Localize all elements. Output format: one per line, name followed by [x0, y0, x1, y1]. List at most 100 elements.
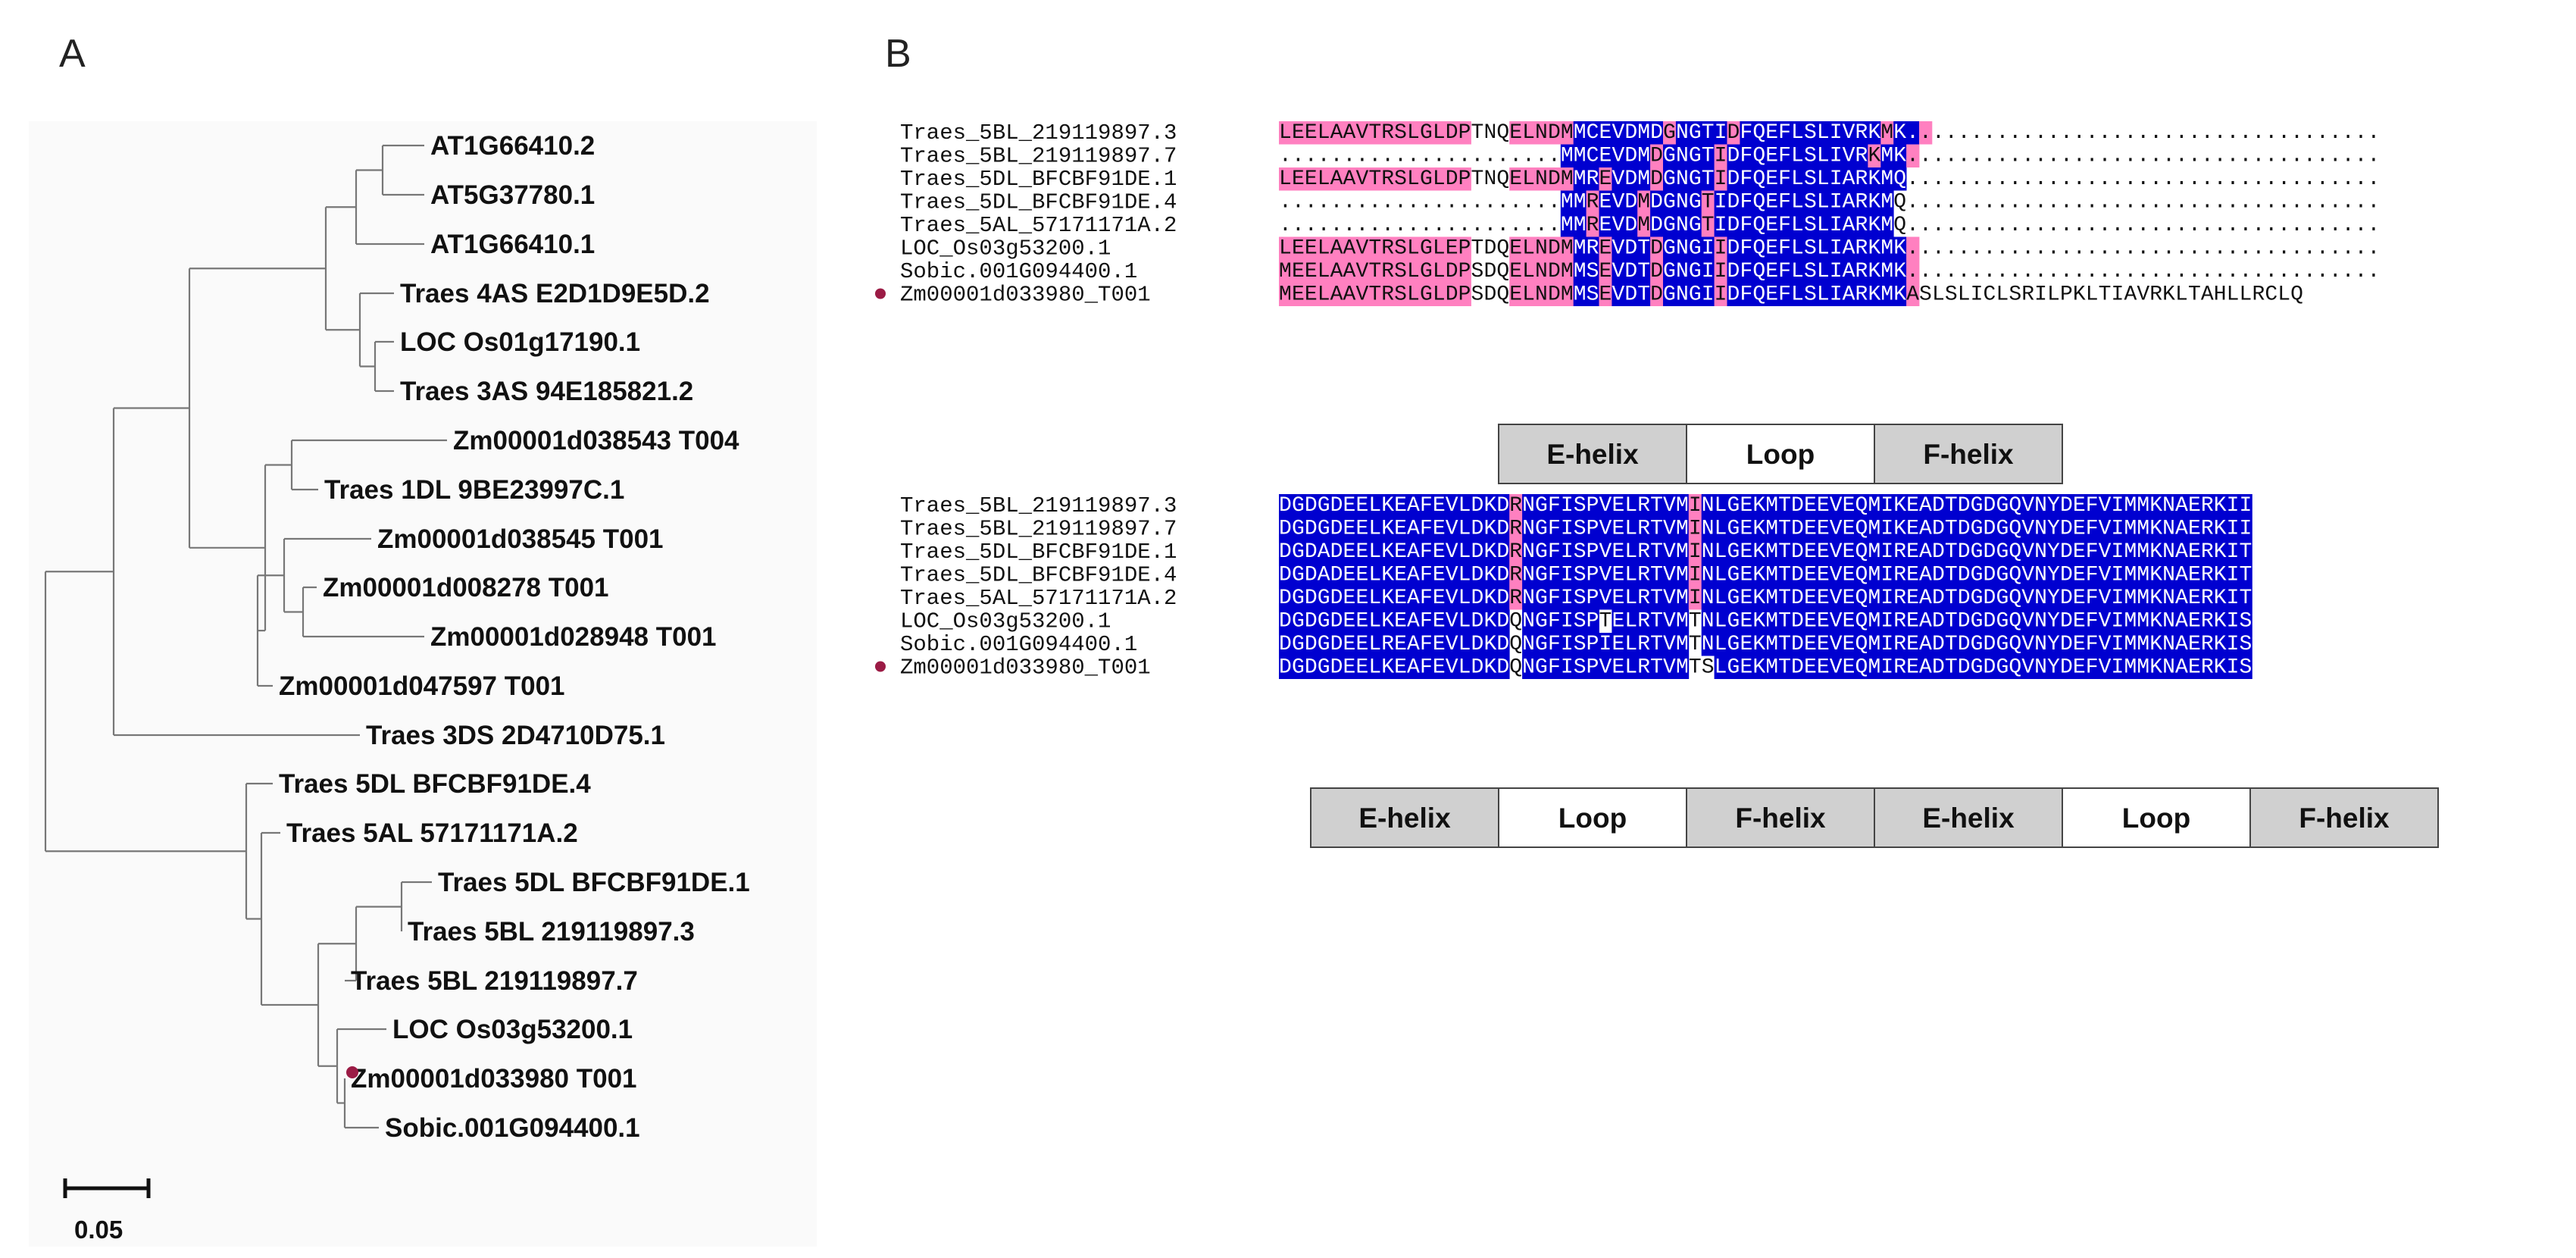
alignment-residue: K	[2149, 564, 2162, 587]
alignment-residue: R	[1509, 564, 1522, 587]
alignment-residue: K	[2149, 494, 2162, 518]
alignment-residue: .	[1305, 145, 1318, 168]
alignment-residue: M	[1676, 518, 1689, 541]
alignment-residue: L	[1458, 540, 1471, 564]
alignment-residue: .	[2162, 191, 2175, 214]
alignment-residue: .	[2252, 121, 2265, 145]
alignment-residue: R	[1637, 540, 1650, 564]
alignment-residue: D	[1727, 260, 1740, 283]
alignment-residue: .	[2137, 191, 2149, 214]
alignment-residue: E	[1612, 633, 1624, 656]
alignment-residue: .	[2086, 145, 2099, 168]
alignment-residue: L	[1791, 191, 1804, 214]
alignment-residue: M	[2124, 610, 2137, 634]
alignment-residue: .	[1919, 121, 1932, 145]
alignment-residue: I	[2227, 610, 2240, 634]
identical-residue-shade	[1675, 656, 1690, 679]
alignment-residue: V	[1599, 518, 1612, 541]
alignment-residue: .	[2240, 237, 2252, 261]
alignment-residue: D	[1791, 610, 1804, 634]
alignment-residue: E	[1817, 656, 1830, 680]
alignment-residue: E	[1355, 518, 1368, 541]
alignment-residue: R	[1893, 656, 1906, 680]
identical-residue-shade	[1445, 494, 1458, 518]
similar-residue-shade	[1419, 283, 1433, 306]
alignment-residue: V	[1830, 656, 1843, 680]
alignment-residue: E	[1343, 494, 1356, 518]
identical-residue-shade	[1612, 190, 1625, 214]
similar-residue-shade	[1330, 167, 1343, 191]
identical-residue-shade	[1855, 283, 1868, 306]
identical-residue-shade	[1279, 587, 1293, 610]
identical-residue-shade	[1599, 633, 1612, 656]
alignment-residue: .	[2252, 145, 2265, 168]
alignment-residue: Y	[2047, 540, 2060, 564]
alignment-residue: A	[2175, 633, 2188, 656]
identical-residue-shade	[2187, 633, 2202, 656]
similar-residue-shade	[1330, 236, 1343, 260]
alignment-residue: .	[1305, 191, 1318, 214]
identical-residue-shade	[1842, 494, 1855, 518]
alignment-residue: D	[1958, 587, 1971, 610]
alignment-residue: .	[2214, 237, 2227, 261]
alignment-residue: .	[2124, 191, 2137, 214]
identical-residue-shade	[1829, 633, 1843, 656]
identical-residue-shade	[1816, 563, 1830, 587]
identical-residue-shade	[1535, 494, 1549, 518]
identical-residue-shade	[1624, 494, 1638, 518]
similar-residue-shade	[1906, 283, 1920, 306]
similar-residue-shade	[1291, 236, 1305, 260]
alignment-residue: D	[1483, 260, 1496, 283]
identical-residue-shade	[1957, 633, 1971, 656]
identical-residue-shade	[1330, 563, 1343, 587]
identical-residue-shade	[2226, 517, 2240, 540]
identical-residue-shade	[1279, 633, 1293, 656]
identical-residue-shade	[1624, 214, 1638, 237]
alignment-residue: M	[1637, 167, 1650, 191]
alignment-residue: R	[2149, 283, 2162, 307]
alignment-residue: L	[1624, 540, 1637, 564]
identical-residue-shade	[1663, 517, 1677, 540]
similar-residue-shade	[1727, 121, 1740, 145]
alignment-residue: F	[2086, 540, 2099, 564]
similar-residue-shade	[1355, 283, 1369, 306]
alignment-residue: V	[1612, 283, 1624, 307]
similar-residue-shade	[1432, 167, 1446, 191]
identical-residue-shade	[1560, 563, 1574, 587]
alignment-residue: D	[1958, 494, 1971, 518]
identical-residue-shade	[1612, 144, 1625, 167]
alignment-residue: A	[1407, 656, 1420, 680]
identical-residue-shade	[1381, 609, 1395, 633]
similar-residue-shade	[1599, 167, 1612, 191]
identical-residue-shade	[1740, 563, 1753, 587]
alignment-residue: .	[2060, 167, 2073, 191]
alignment-residue: V	[1446, 494, 1458, 518]
alignment-residue: E	[1817, 494, 1830, 518]
alignment-residue: A	[2175, 518, 2188, 541]
alignment-residue: L	[1624, 518, 1637, 541]
alignment-residue: D	[1305, 494, 1318, 518]
identical-residue-shade	[1842, 283, 1855, 306]
identical-residue-shade	[1407, 494, 1421, 518]
identical-residue-shade	[1637, 121, 1651, 145]
alignment-residue: G	[1420, 283, 1433, 307]
alignment-residue: .	[2073, 237, 2086, 261]
alignment-residue: T	[1650, 518, 1663, 541]
identical-residue-shade	[1343, 609, 1356, 633]
identical-residue-shade	[2021, 540, 2035, 564]
tree-leaf-label: AT1G66410.2	[430, 131, 595, 161]
identical-residue-shade	[2175, 517, 2189, 540]
alignment-residue: .	[1971, 167, 1984, 191]
alignment-residue: D	[1483, 237, 1496, 261]
alignment-residue: .	[1919, 214, 1932, 237]
alignment-residue: G	[1292, 518, 1305, 541]
scale-bar-label: 0.05	[74, 1216, 123, 1244]
alignment-residue: V	[1599, 656, 1612, 680]
identical-residue-shade	[2098, 517, 2112, 540]
alignment-residue: .	[1458, 191, 1471, 214]
alignment-residue: N	[1522, 587, 1535, 610]
similar-residue-shade	[1317, 167, 1330, 191]
alignment-residue: L	[1791, 260, 1804, 283]
alignment-residue: .	[1932, 191, 1945, 214]
alignment-residue: R	[1509, 540, 1522, 564]
